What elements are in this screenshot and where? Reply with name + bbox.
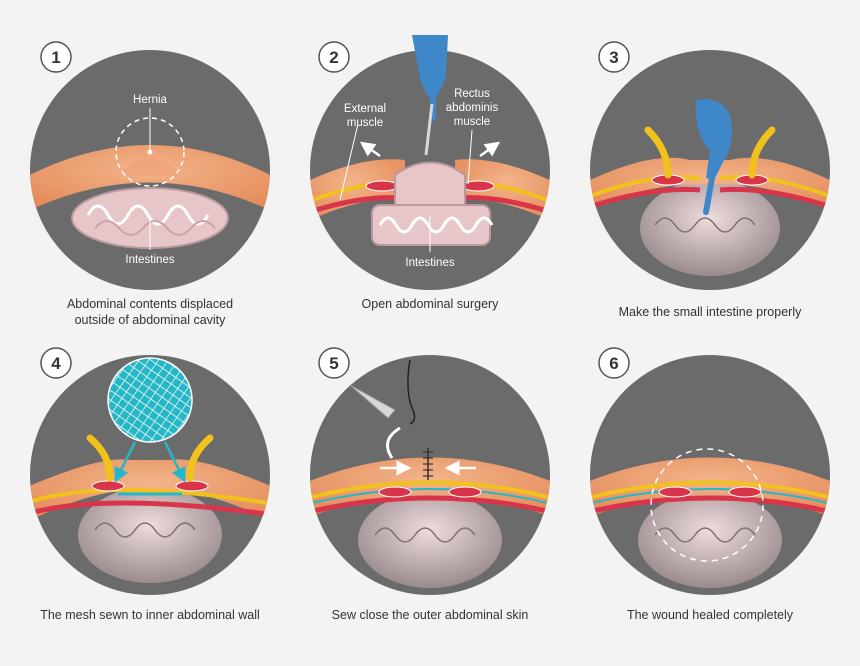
panel-2: External muscle Rectus abdominis muscle …	[310, 35, 550, 290]
panel-3: 3	[590, 41, 830, 290]
caption-4-line-1: The mesh sewn to inner abdominal wall	[40, 608, 260, 622]
panel-1: Hernia Intestines 1	[30, 41, 270, 290]
healed-area-marker	[650, 448, 764, 562]
abdominal-wall	[30, 459, 270, 525]
caption-5-line-1: Sew close the outer abdominal skin	[331, 608, 529, 622]
hernia-marker	[115, 117, 185, 187]
step-number-5: 5	[329, 354, 338, 373]
suture-line	[423, 448, 433, 480]
step-badge-5	[318, 347, 350, 379]
intestines	[358, 492, 502, 588]
caption-1-line-1: Abdominal contents displaced	[66, 297, 234, 311]
scalpel-icon	[424, 103, 434, 156]
caption-4: The mesh sewn to inner abdominal wall	[15, 607, 285, 623]
caption-5: Sew close the outer abdominal skin	[295, 607, 565, 623]
suture-thread	[407, 359, 416, 425]
external-muscle-pointer	[339, 123, 359, 201]
label-hernia: Hernia	[133, 94, 167, 106]
step-number-3: 3	[609, 48, 618, 67]
arrow-icon	[114, 441, 137, 483]
hernia-point	[147, 149, 153, 155]
caption-1: Abdominal contents displaced outside of …	[15, 296, 285, 328]
label-intestines-2: Intestines	[405, 257, 454, 269]
label-rectus-1: Rectus	[454, 88, 490, 100]
hernia-bulge	[120, 157, 180, 175]
intestines	[371, 161, 494, 246]
intestines	[640, 180, 780, 276]
label-intestines-1: Intestines	[125, 254, 174, 266]
step-badge-2	[318, 41, 350, 73]
arrow-icon	[163, 441, 186, 483]
label-rectus-3: muscle	[454, 116, 490, 128]
step-number-4: 4	[51, 354, 61, 373]
abdominal-wall	[30, 145, 270, 215]
step-badge-1	[40, 41, 72, 73]
label-external-2: muscle	[347, 117, 383, 129]
step-number-2: 2	[329, 48, 338, 67]
intestines	[638, 492, 782, 588]
caption-2-line-1: Open abdominal surgery	[361, 297, 499, 311]
step-number-1: 1	[51, 48, 60, 67]
arrow-icon	[359, 141, 381, 158]
glove-hand-icon	[695, 99, 732, 215]
needle-icon	[386, 426, 401, 459]
caption-6-line-1: The wound healed completely	[626, 608, 794, 622]
intestines	[78, 487, 222, 583]
needle-holder-icon	[349, 384, 396, 419]
label-rectus-2: abdominis	[446, 102, 499, 114]
caption-1-line-2: outside of abdominal cavity	[74, 313, 226, 327]
mesh-icon	[107, 357, 193, 443]
panel-4: 4	[30, 347, 270, 595]
step-number-6: 6	[609, 354, 618, 373]
caption-6: The wound healed completely	[575, 607, 845, 623]
caption-3-line-1: Make the small intestine properly	[618, 305, 802, 319]
step-badge-4	[40, 347, 72, 379]
panel-6: 6	[590, 347, 830, 595]
step-badge-3	[598, 41, 630, 73]
arrow-icon	[479, 141, 501, 158]
caption-3: Make the small intestine properly	[575, 304, 845, 320]
caption-2: Open abdominal surgery	[295, 296, 565, 312]
step-badge-6	[598, 347, 630, 379]
rectus-pointer	[467, 129, 473, 185]
panel-5: 5	[310, 347, 550, 595]
abdominal-wall	[590, 157, 830, 215]
label-external-1: External	[344, 103, 386, 115]
